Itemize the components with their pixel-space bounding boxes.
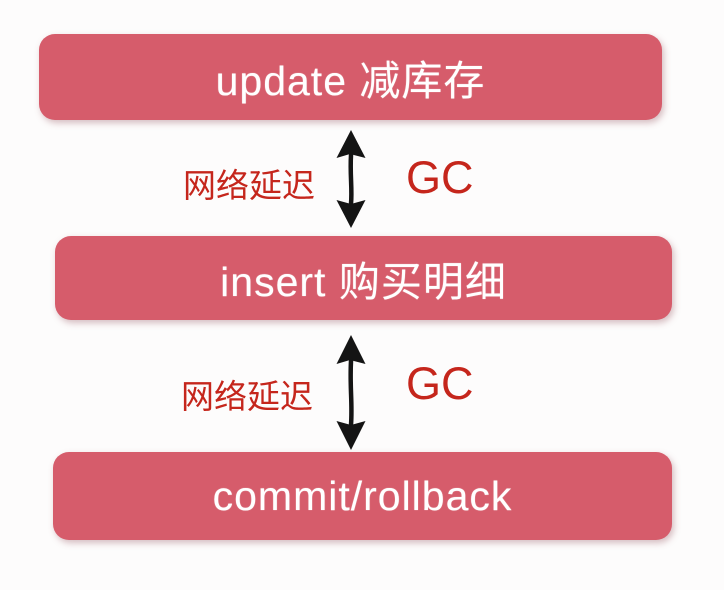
gc-label-1: GC (406, 152, 474, 203)
node-update-stock: update 减库存 (39, 34, 662, 120)
network-latency-label-2: 网络延迟 (181, 378, 313, 415)
double-arrow-icon (329, 335, 373, 450)
double-arrow-icon (329, 130, 373, 228)
node-commit-rollback-label: commit/rollback (212, 472, 513, 519)
node-insert-detail-label: insert 购买明细 (220, 259, 507, 305)
node-update-stock-label: update 减库存 (215, 58, 486, 104)
node-insert-detail: insert 购买明细 (55, 236, 672, 320)
gc-label-2: GC (406, 358, 474, 409)
node-commit-rollback: commit/rollback (53, 452, 672, 540)
network-latency-label-1: 网络延迟 (183, 167, 315, 204)
